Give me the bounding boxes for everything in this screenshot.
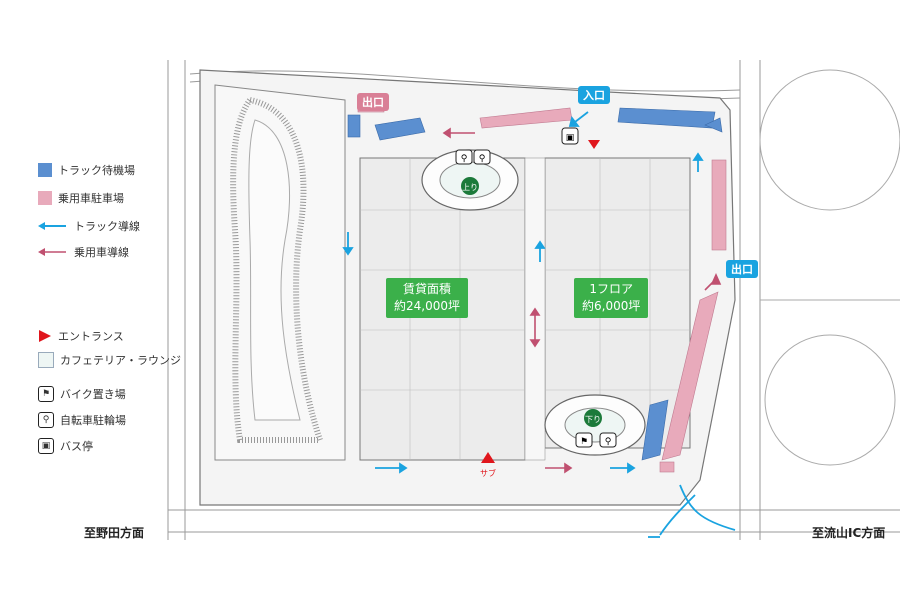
floor-area-label: 1フロア 約6,000坪 <box>574 278 649 318</box>
legend-bicycle: ⚲ 自転車駐輪場 <box>38 412 126 428</box>
floor-area-line1: 1フロア <box>589 282 633 296</box>
legend-bus-label: バス停 <box>60 440 93 453</box>
legend-bicycle-label: 自転車駐輪場 <box>60 414 126 427</box>
exit-right-tag: 出口 <box>726 260 758 278</box>
entrance-markers <box>481 140 600 463</box>
cafeteria-swatch <box>38 352 54 368</box>
sub-entrance-label: サブ <box>480 468 496 478</box>
east-direction-label: 至流山IC方面 <box>812 526 886 540</box>
bicycle-icon: ⚲ <box>605 437 612 447</box>
bus-icon: ▣ <box>38 438 54 454</box>
main-area-line1: 賃貸面積 <box>402 282 451 296</box>
truck-waiting-areas <box>347 107 723 461</box>
arrow-left-icon <box>38 248 66 256</box>
legend-car-route: 乗用車導線 <box>38 244 129 260</box>
exit-top-tag: 出口 <box>357 93 389 111</box>
legend-truck-waiting: トラック待機場 <box>38 162 135 178</box>
legend-bike: ⚑ バイク置き場 <box>38 386 126 402</box>
bus-icon: ▣ <box>566 133 575 143</box>
legend-bus: ▣ バス停 <box>38 438 93 454</box>
bicycle-icon: ⚲ <box>479 154 486 164</box>
left-inner-green <box>248 119 301 421</box>
map-icons: ⚲ ⚲ ⚑ ⚲ ▣ <box>455 127 617 448</box>
legend-car-parking: 乗用車駐車場 <box>38 190 124 206</box>
truck-waiting-swatch <box>38 163 52 177</box>
legend-bike-label: バイク置き場 <box>60 388 126 401</box>
up-marker <box>461 177 479 195</box>
main-area-line2: 約24,000坪 <box>394 299 460 313</box>
bicycle-icon: ⚲ <box>461 154 468 164</box>
legend-entrance: エントランス <box>38 328 124 344</box>
main-area-label: 賃貸面積 約24,000坪 <box>386 278 468 318</box>
car-parking-swatch <box>38 191 52 205</box>
motorcycle-icon: ⚑ <box>38 386 54 402</box>
legend-truck-waiting-label: トラック待機場 <box>58 164 135 177</box>
legend-car-parking-label: 乗用車駐車場 <box>58 192 124 205</box>
bicycle-icon: ⚲ <box>38 412 54 428</box>
legend-entrance-label: エントランス <box>58 330 124 343</box>
legend-truck-route-label: トラック導線 <box>74 220 140 233</box>
left-hatched-ring <box>230 96 325 443</box>
legend-truck-route: トラック導線 <box>38 218 140 234</box>
legend-cafeteria: カフェテリア・ラウンジ <box>38 352 181 368</box>
west-direction-label: 至野田方面 <box>84 526 145 540</box>
motorcycle-icon: ⚑ <box>580 437 588 447</box>
down-marker <box>584 409 602 427</box>
triangle-icon <box>39 330 51 342</box>
car-route-arrows <box>442 127 722 474</box>
legend-cafeteria-label: カフェテリア・ラウンジ <box>60 354 181 367</box>
floor-area-line2: 約6,000坪 <box>582 299 641 313</box>
arrow-left-icon <box>38 222 66 230</box>
legend-car-route-label: 乗用車導線 <box>74 246 129 259</box>
truck-route-arrows <box>342 111 736 538</box>
right-road-shapes <box>759 69 900 466</box>
down-label: 下り <box>585 415 601 424</box>
up-label: 上り <box>462 183 478 192</box>
entrance-top-tag: 入口 <box>578 86 610 104</box>
